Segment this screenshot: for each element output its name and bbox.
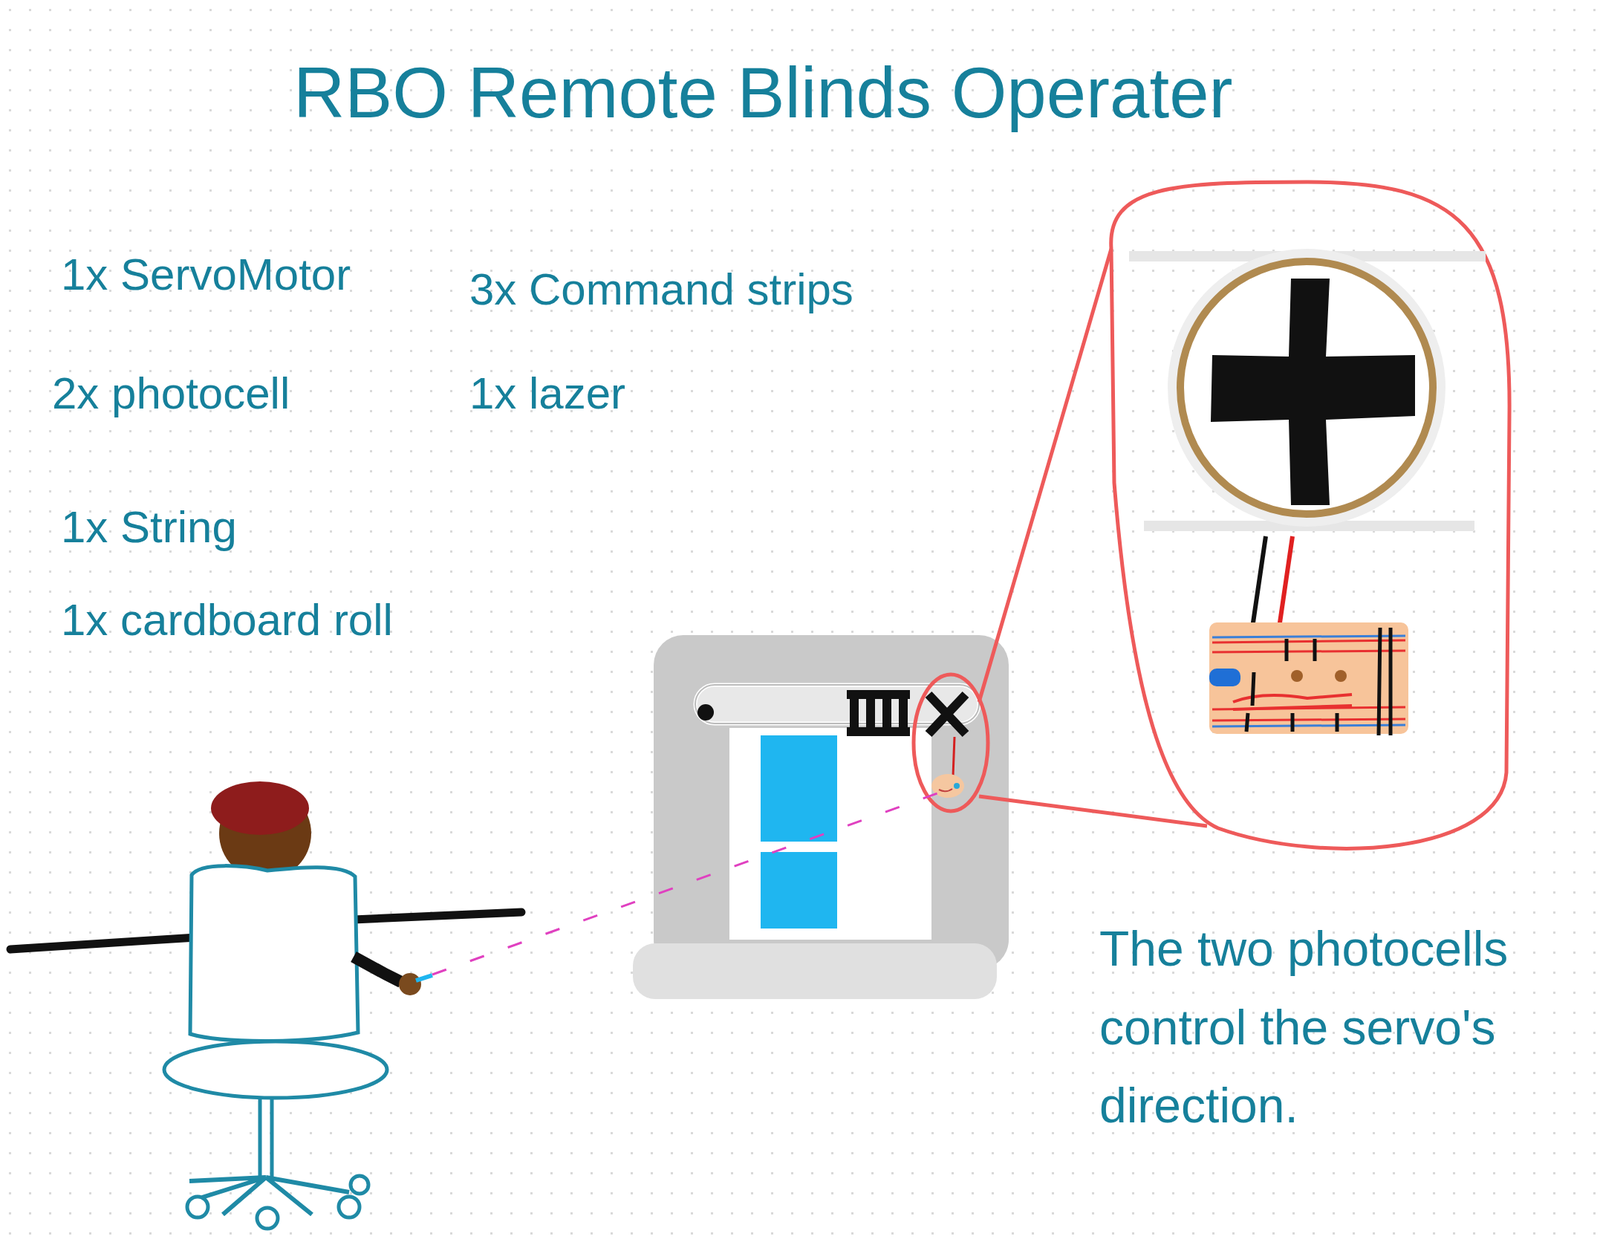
servo-detail <box>1210 278 1416 506</box>
person-in-chair <box>10 937 195 950</box>
breadboard <box>1212 635 1406 727</box>
laser-beam <box>432 793 938 975</box>
cardboard-roll <box>695 684 980 734</box>
breadboard <box>1212 640 1406 721</box>
window <box>632 943 997 1000</box>
parts-list-item: 3x Command strips <box>469 263 854 315</box>
zoom-callout <box>979 248 1112 702</box>
person-in-chair <box>353 912 522 920</box>
breadboard <box>1334 670 1347 682</box>
zoom-callout <box>1111 181 1510 849</box>
person-in-chair <box>187 1196 208 1218</box>
photocell-sensor <box>953 782 960 789</box>
person-in-chair <box>164 1041 388 1098</box>
person-in-chair <box>415 975 433 981</box>
servo-detail <box>1129 254 1486 628</box>
person-in-chair <box>353 956 402 982</box>
breadboard <box>1209 668 1241 687</box>
window <box>632 635 1009 1000</box>
photocell-sensor <box>931 736 965 798</box>
person-in-chair <box>210 781 310 835</box>
servo-detail <box>1279 536 1293 628</box>
window <box>653 635 1009 970</box>
person-in-chair <box>10 781 522 1229</box>
person-in-chair <box>259 1097 272 1178</box>
breadboard <box>1246 627 1391 736</box>
person-in-chair <box>190 866 359 1042</box>
zoom-callout <box>913 674 988 812</box>
breadboard <box>1209 622 1409 736</box>
zoom-callout <box>913 181 1510 849</box>
breadboard <box>1290 670 1303 682</box>
window <box>760 851 838 929</box>
window <box>729 727 932 940</box>
servo-detail <box>1252 536 1266 628</box>
description-note: The two photocells control the servo's d… <box>1099 909 1590 1146</box>
diagram-title: RBO Remote Blinds Operater <box>293 51 1234 134</box>
window <box>760 735 838 842</box>
cardboard-roll <box>846 694 966 734</box>
servo-detail <box>1172 254 1441 522</box>
parts-list-item: 1x lazer <box>469 367 626 419</box>
person-in-chair <box>338 1196 360 1218</box>
parts-list-item: 1x String <box>60 501 237 553</box>
person-in-chair <box>398 973 422 996</box>
cardboard-roll <box>697 704 714 721</box>
photocell-sensor <box>938 788 953 792</box>
servo-detail <box>1180 261 1433 515</box>
person-in-chair <box>350 1175 369 1194</box>
parts-list-item: 2x photocell <box>51 367 290 419</box>
parts-list-item: 1x cardboard roll <box>60 594 393 646</box>
parts-list-item: 1x ServoMotor <box>60 248 351 301</box>
zoom-callout <box>979 796 1208 826</box>
photocell-sensor <box>953 736 955 777</box>
person-in-chair <box>257 1207 278 1229</box>
